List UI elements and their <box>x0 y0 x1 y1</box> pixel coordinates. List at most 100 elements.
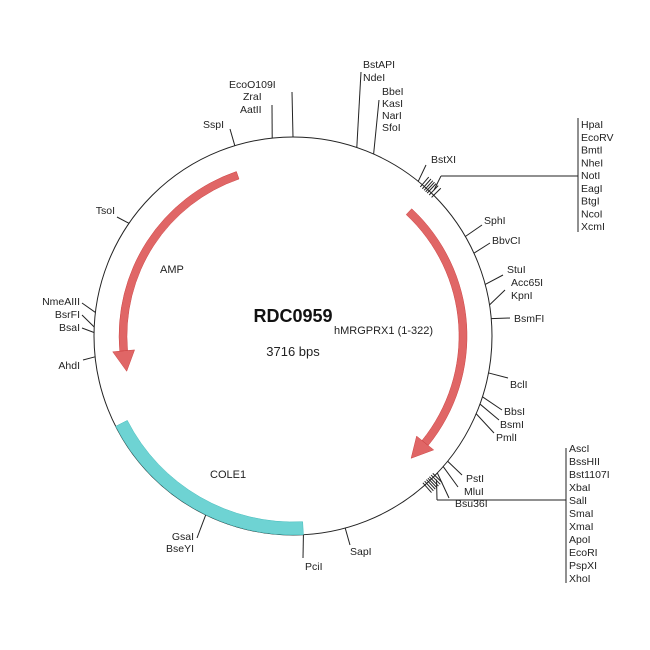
enzyme-label: BseYI <box>166 543 194 555</box>
enzyme-label: XmaI <box>569 521 594 533</box>
enzyme-label: EcoRV <box>581 132 614 144</box>
amp-label: AMP <box>160 264 184 276</box>
cut-site-tick <box>344 527 351 546</box>
mcs-tick <box>426 479 436 490</box>
cole1-feature[interactable] <box>115 420 304 536</box>
enzyme-labels: SspI EcoO109I ZraI AatII BstAPI NdeI Bbe… <box>42 59 544 573</box>
enzyme-label: AatII <box>240 104 262 116</box>
enzyme-label: ZraI <box>243 91 262 103</box>
enzyme-label: XhoI <box>569 573 591 585</box>
mcs-tick <box>424 480 434 492</box>
enzyme-label: MluI <box>464 486 484 498</box>
cut-site-tick <box>373 99 380 155</box>
enzyme-label: Bsu36I <box>455 498 488 510</box>
cut-site-tick <box>465 224 483 237</box>
cut-site-tick <box>291 91 294 138</box>
enzyme-label: EagI <box>581 183 603 195</box>
enzyme-label: GsaI <box>172 531 194 543</box>
plasmid-name: RDC0959 <box>253 306 332 326</box>
enzyme-label: Acc65I <box>511 277 543 289</box>
enzyme-label: NcoI <box>581 208 603 220</box>
enzyme-label: BbsI <box>504 406 525 418</box>
amp-feature-arrow[interactable] <box>112 171 240 372</box>
mcs-tick <box>422 482 432 493</box>
enzyme-label: NheI <box>581 157 603 169</box>
enzyme-label: BssHII <box>569 456 600 468</box>
cut-site-tick <box>488 372 509 379</box>
enzyme-label: NarI <box>382 110 402 122</box>
cut-site-tick <box>436 472 450 499</box>
enzyme-label: BclI <box>510 379 528 391</box>
enzyme-label: PstI <box>466 473 484 485</box>
enzyme-label: PspXI <box>569 560 597 572</box>
cut-site-tick <box>442 466 459 488</box>
plasmid-size: 3716 bps <box>266 344 320 359</box>
enzyme-label: NotI <box>581 170 600 182</box>
enzyme-label: AscI <box>569 443 589 455</box>
enzyme-label: TsoI <box>96 205 115 217</box>
enzyme-label: BsmI <box>500 419 524 431</box>
enzyme-label: EcoO109I <box>229 79 276 91</box>
enzyme-label: EcoRI <box>569 547 598 559</box>
enzyme-label: BstAPI <box>363 59 395 71</box>
enzyme-label: BsrFI <box>55 309 80 321</box>
cut-site-tick <box>116 216 130 224</box>
mcs-tick <box>423 180 434 191</box>
cut-site-tick <box>82 356 96 361</box>
enzyme-label: BsmFI <box>514 313 544 325</box>
enzyme-label: BmtI <box>581 145 603 157</box>
mcs-tick <box>427 477 438 488</box>
mcs-tick <box>428 185 439 196</box>
mcs-tick <box>432 473 443 483</box>
enzyme-label: SalI <box>569 495 587 507</box>
enzyme-label: AhdI <box>58 360 80 372</box>
cut-site-tick <box>475 413 495 434</box>
enzyme-label: SmaI <box>569 508 594 520</box>
mcs-tick <box>425 181 435 193</box>
mcs-cluster-2: AscIBssHIIBst1107IXbaISalISmaIXmaIApoIEc… <box>437 443 610 585</box>
enzyme-label: NdeI <box>363 72 385 84</box>
mcs-leader <box>433 175 442 191</box>
cut-site-tick <box>81 302 96 313</box>
enzyme-label: KasI <box>382 98 403 110</box>
enzyme-label: SfoI <box>382 122 401 134</box>
cut-site-tick <box>447 460 463 476</box>
site-ticks <box>81 71 511 559</box>
mcs-tick <box>421 178 432 190</box>
cut-site-tick <box>196 514 207 539</box>
enzyme-label: BsaI <box>59 322 80 334</box>
cut-site-tick <box>229 128 236 146</box>
cut-site-tick <box>473 242 491 254</box>
enzyme-label: ApoI <box>569 534 591 546</box>
cut-site-tick <box>491 317 511 320</box>
insert-label: hMRGPRX1 (1-322) <box>334 325 433 337</box>
enzyme-label: BbeI <box>382 86 404 98</box>
cut-site-tick <box>489 289 506 306</box>
enzyme-label: BbvCI <box>492 235 521 247</box>
enzyme-label: SphI <box>484 215 506 227</box>
cut-site-tick <box>417 164 427 182</box>
cut-site-tick <box>81 314 95 328</box>
cut-site-tick <box>479 403 500 421</box>
cut-site-tick <box>484 274 504 285</box>
cole1-label: COLE1 <box>210 469 246 481</box>
enzyme-label: XbaI <box>569 482 591 494</box>
hmrgprx1-feature-arrow[interactable] <box>405 208 468 459</box>
enzyme-label: NmeAIII <box>42 296 80 308</box>
mcs-tick <box>426 183 437 194</box>
cut-site-tick <box>81 327 95 333</box>
mcs-tick <box>430 474 441 485</box>
cut-site-tick <box>356 71 362 148</box>
mcs-tick <box>431 187 442 198</box>
cut-site-tick <box>482 396 503 411</box>
enzyme-label: PmlI <box>496 432 517 444</box>
enzyme-label: BtgI <box>581 196 600 208</box>
enzyme-label: Bst1107I <box>569 469 610 481</box>
enzyme-label: XcmI <box>581 221 605 233</box>
enzyme-label: StuI <box>507 264 526 276</box>
enzyme-label: SapI <box>350 546 372 558</box>
enzyme-label: KpnI <box>511 290 533 302</box>
enzyme-label: PciI <box>305 561 323 573</box>
